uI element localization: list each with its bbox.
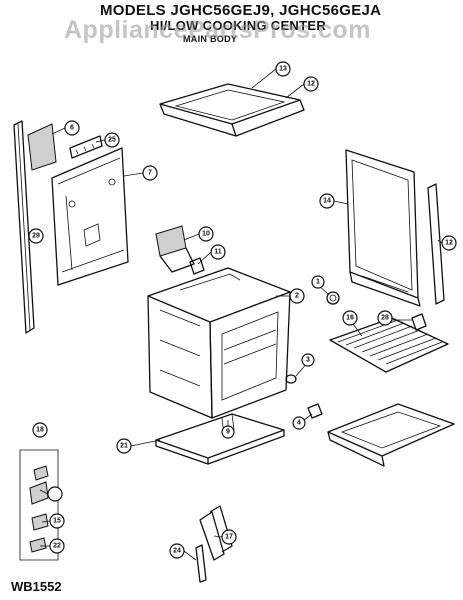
vent-clip[interactable] [189,257,205,275]
callout-24: 24 [169,543,185,559]
svg-text:25: 25 [108,137,116,144]
callout-18: 18 [32,422,48,438]
callout-13: 13 [275,61,291,77]
callout-7: 7 [142,165,158,181]
svg-text:22: 22 [53,543,61,550]
callout-1: 1 [311,275,325,289]
svg-text:1: 1 [316,279,320,286]
callout-5 [47,486,63,502]
bracket-strip[interactable] [69,135,103,159]
svg-text:17: 17 [225,534,233,541]
svg-text:2: 2 [295,293,299,300]
svg-text:6: 6 [70,125,74,132]
callout-12-right: 12 [441,235,457,251]
svg-text:14: 14 [323,198,331,205]
side-trim-strip-left[interactable] [13,120,35,334]
spring-clip-assembly[interactable] [195,505,233,583]
oven-rack[interactable] [329,317,449,373]
callout-10: 10 [198,226,214,242]
callout-6: 6 [64,120,80,136]
callout-22: 22 [49,538,65,554]
callout-12-top: 12 [303,76,319,92]
svg-text:7: 7 [148,170,152,177]
vent-bracket[interactable] [155,225,195,273]
product-title: HI/LOW COOKING CENTER [150,18,327,33]
small-fitting[interactable] [411,313,427,331]
svg-text:28: 28 [381,315,389,322]
control-knob[interactable] [285,374,297,384]
side-panel-frame[interactable] [345,149,421,307]
small-cover-plate[interactable] [27,123,57,171]
watermark: AppliancePartsPros.com [64,16,371,44]
callout-4: 4 [292,416,306,430]
svg-text:13: 13 [279,66,287,73]
callout-21: 21 [116,438,132,454]
drip-pan[interactable] [327,403,455,467]
svg-text:29: 29 [32,233,40,240]
side-trim-strip-right[interactable] [427,183,445,305]
svg-text:16: 16 [346,315,354,322]
section-subtitle: MAIN BODY [183,34,238,44]
svg-text:24: 24 [173,548,181,555]
callout-14: 14 [319,193,335,209]
svg-text:12: 12 [307,81,315,88]
svg-text:21: 21 [120,443,128,450]
svg-text:9: 9 [226,429,230,436]
callout-25: 25 [104,132,120,148]
callout-9: 9 [221,425,235,439]
parts-kit-panel [19,449,59,561]
svg-text:3: 3 [306,357,310,364]
diagram-code: WB1552 [11,579,62,594]
rear-panel[interactable] [51,147,129,286]
callout-2: 2 [289,288,305,304]
callout-11: 11 [210,244,226,260]
svg-text:10: 10 [202,231,210,238]
svg-text:18: 18 [36,427,44,434]
svg-text:11: 11 [214,249,222,256]
callout-28: 28 [377,310,393,326]
svg-text:15: 15 [53,518,61,525]
models-heading: MODELS JGHC56GEJ9, JGHC56GEJA [100,2,382,19]
grommet[interactable] [326,291,340,305]
callout-29: 29 [28,228,44,244]
base-plate[interactable] [155,413,285,465]
main-oven-body[interactable] [147,267,291,419]
callout-16: 16 [342,310,358,326]
svg-text:12: 12 [445,240,453,247]
callout-17: 17 [221,529,237,545]
svg-text:4: 4 [297,420,301,427]
leader-lines [28,68,443,561]
top-cooking-tray[interactable] [159,83,305,137]
callout-3: 3 [301,353,315,367]
callout-15: 15 [49,513,65,529]
